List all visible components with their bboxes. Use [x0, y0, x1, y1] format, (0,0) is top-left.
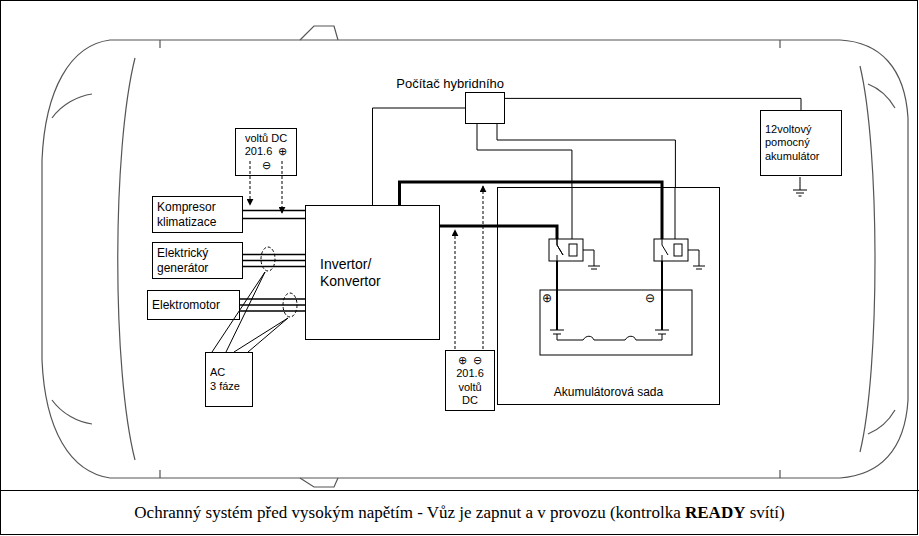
text-group: Elektromotor — [148, 291, 239, 319]
callout-box: AC3 fáze — [205, 352, 253, 407]
node-label: Počítač hybridního — [396, 76, 504, 92]
component-box: Elektrický generátor — [152, 242, 243, 279]
text-group: Invertor/ Konvertor — [306, 206, 439, 339]
text-group: Počítač hybridního — [396, 76, 504, 93]
text-group: AC3 fáze — [206, 353, 252, 406]
node-label: ⊖ — [262, 159, 271, 172]
node-label: 12voltový pomocný akumulátor — [765, 123, 837, 163]
text-group: ⊕ ⊖201.6voltů DC — [446, 351, 494, 410]
voltage-box: voltů DC201.6 ⊕ ⊖ — [235, 128, 297, 176]
wire — [243, 255, 305, 267]
wire-line — [373, 108, 466, 205]
wire-line — [240, 304, 305, 306]
node-label: voltů DC — [450, 381, 490, 407]
terminal-label: ⊖ — [645, 292, 655, 304]
caption: Ochranný systém před vysokým napětím - V… — [134, 503, 784, 523]
node-label: AC — [210, 366, 225, 379]
text-group: Akumulátorová sada — [498, 385, 719, 399]
ground-symbol — [793, 177, 807, 196]
battery-pack-internals — [497, 187, 705, 355]
wire-line — [243, 254, 305, 256]
wire-line — [243, 266, 305, 268]
wire — [240, 299, 305, 311]
node-label: 201.6 — [245, 145, 273, 158]
node-label: ⊖ — [473, 354, 482, 367]
text-group: voltů DC201.6 ⊕ ⊖ — [236, 129, 296, 175]
battery-pack-box: Akumulátorová sada — [497, 187, 720, 405]
computer-box: Počítač hybridního — [465, 92, 505, 124]
wire-line — [240, 310, 305, 312]
wire — [243, 211, 305, 219]
wire-line — [497, 124, 675, 187]
text-group: Kompresor klimatizace — [153, 197, 242, 232]
node-label: 201.6 — [456, 367, 484, 380]
voltage-box: ⊕ ⊖201.6voltů DC — [445, 350, 495, 411]
wire-line — [400, 182, 663, 205]
auxiliary-battery-box: 12voltový pomocný akumulátor — [760, 110, 842, 176]
node-label: Invertor/ Konvertor — [320, 256, 400, 290]
component-box: Kompresor klimatizace — [152, 196, 243, 233]
caption-band: Ochranný systém před vysokým napětím - V… — [0, 491, 919, 536]
node-label: Kompresor klimatizace — [157, 200, 238, 229]
wire — [505, 98, 801, 110]
terminal-label: ⊕ — [542, 292, 552, 304]
wire — [400, 182, 663, 205]
node-label: ⊕ — [278, 145, 287, 158]
component-box: Elektromotor — [147, 290, 240, 320]
wire — [477, 124, 572, 187]
wire-line — [477, 124, 572, 187]
wire — [497, 124, 675, 187]
wire-line — [240, 298, 305, 300]
node-label: ⊕ — [458, 354, 467, 367]
node-label: Elektrický generátor — [157, 246, 238, 275]
wire-line — [243, 260, 305, 262]
text-group: Elektrický generátor — [153, 243, 242, 278]
wire — [373, 108, 466, 205]
inverter-box: Invertor/ Konvertor — [305, 205, 440, 340]
wire — [440, 225, 497, 226]
node-label: 3 fáze — [210, 380, 240, 393]
node-label: voltů DC — [240, 132, 292, 145]
wire-line — [505, 98, 801, 110]
text-group: 12voltový pomocný akumulátor — [761, 111, 841, 175]
wire-line — [243, 210, 305, 212]
wire-line — [243, 218, 305, 220]
caption-divider — [0, 490, 919, 491]
car-outline — [42, 26, 908, 487]
wire-line — [440, 224, 497, 227]
node-label: Elektromotor — [152, 298, 220, 312]
node-label: Akumulátorová sada — [554, 385, 663, 399]
